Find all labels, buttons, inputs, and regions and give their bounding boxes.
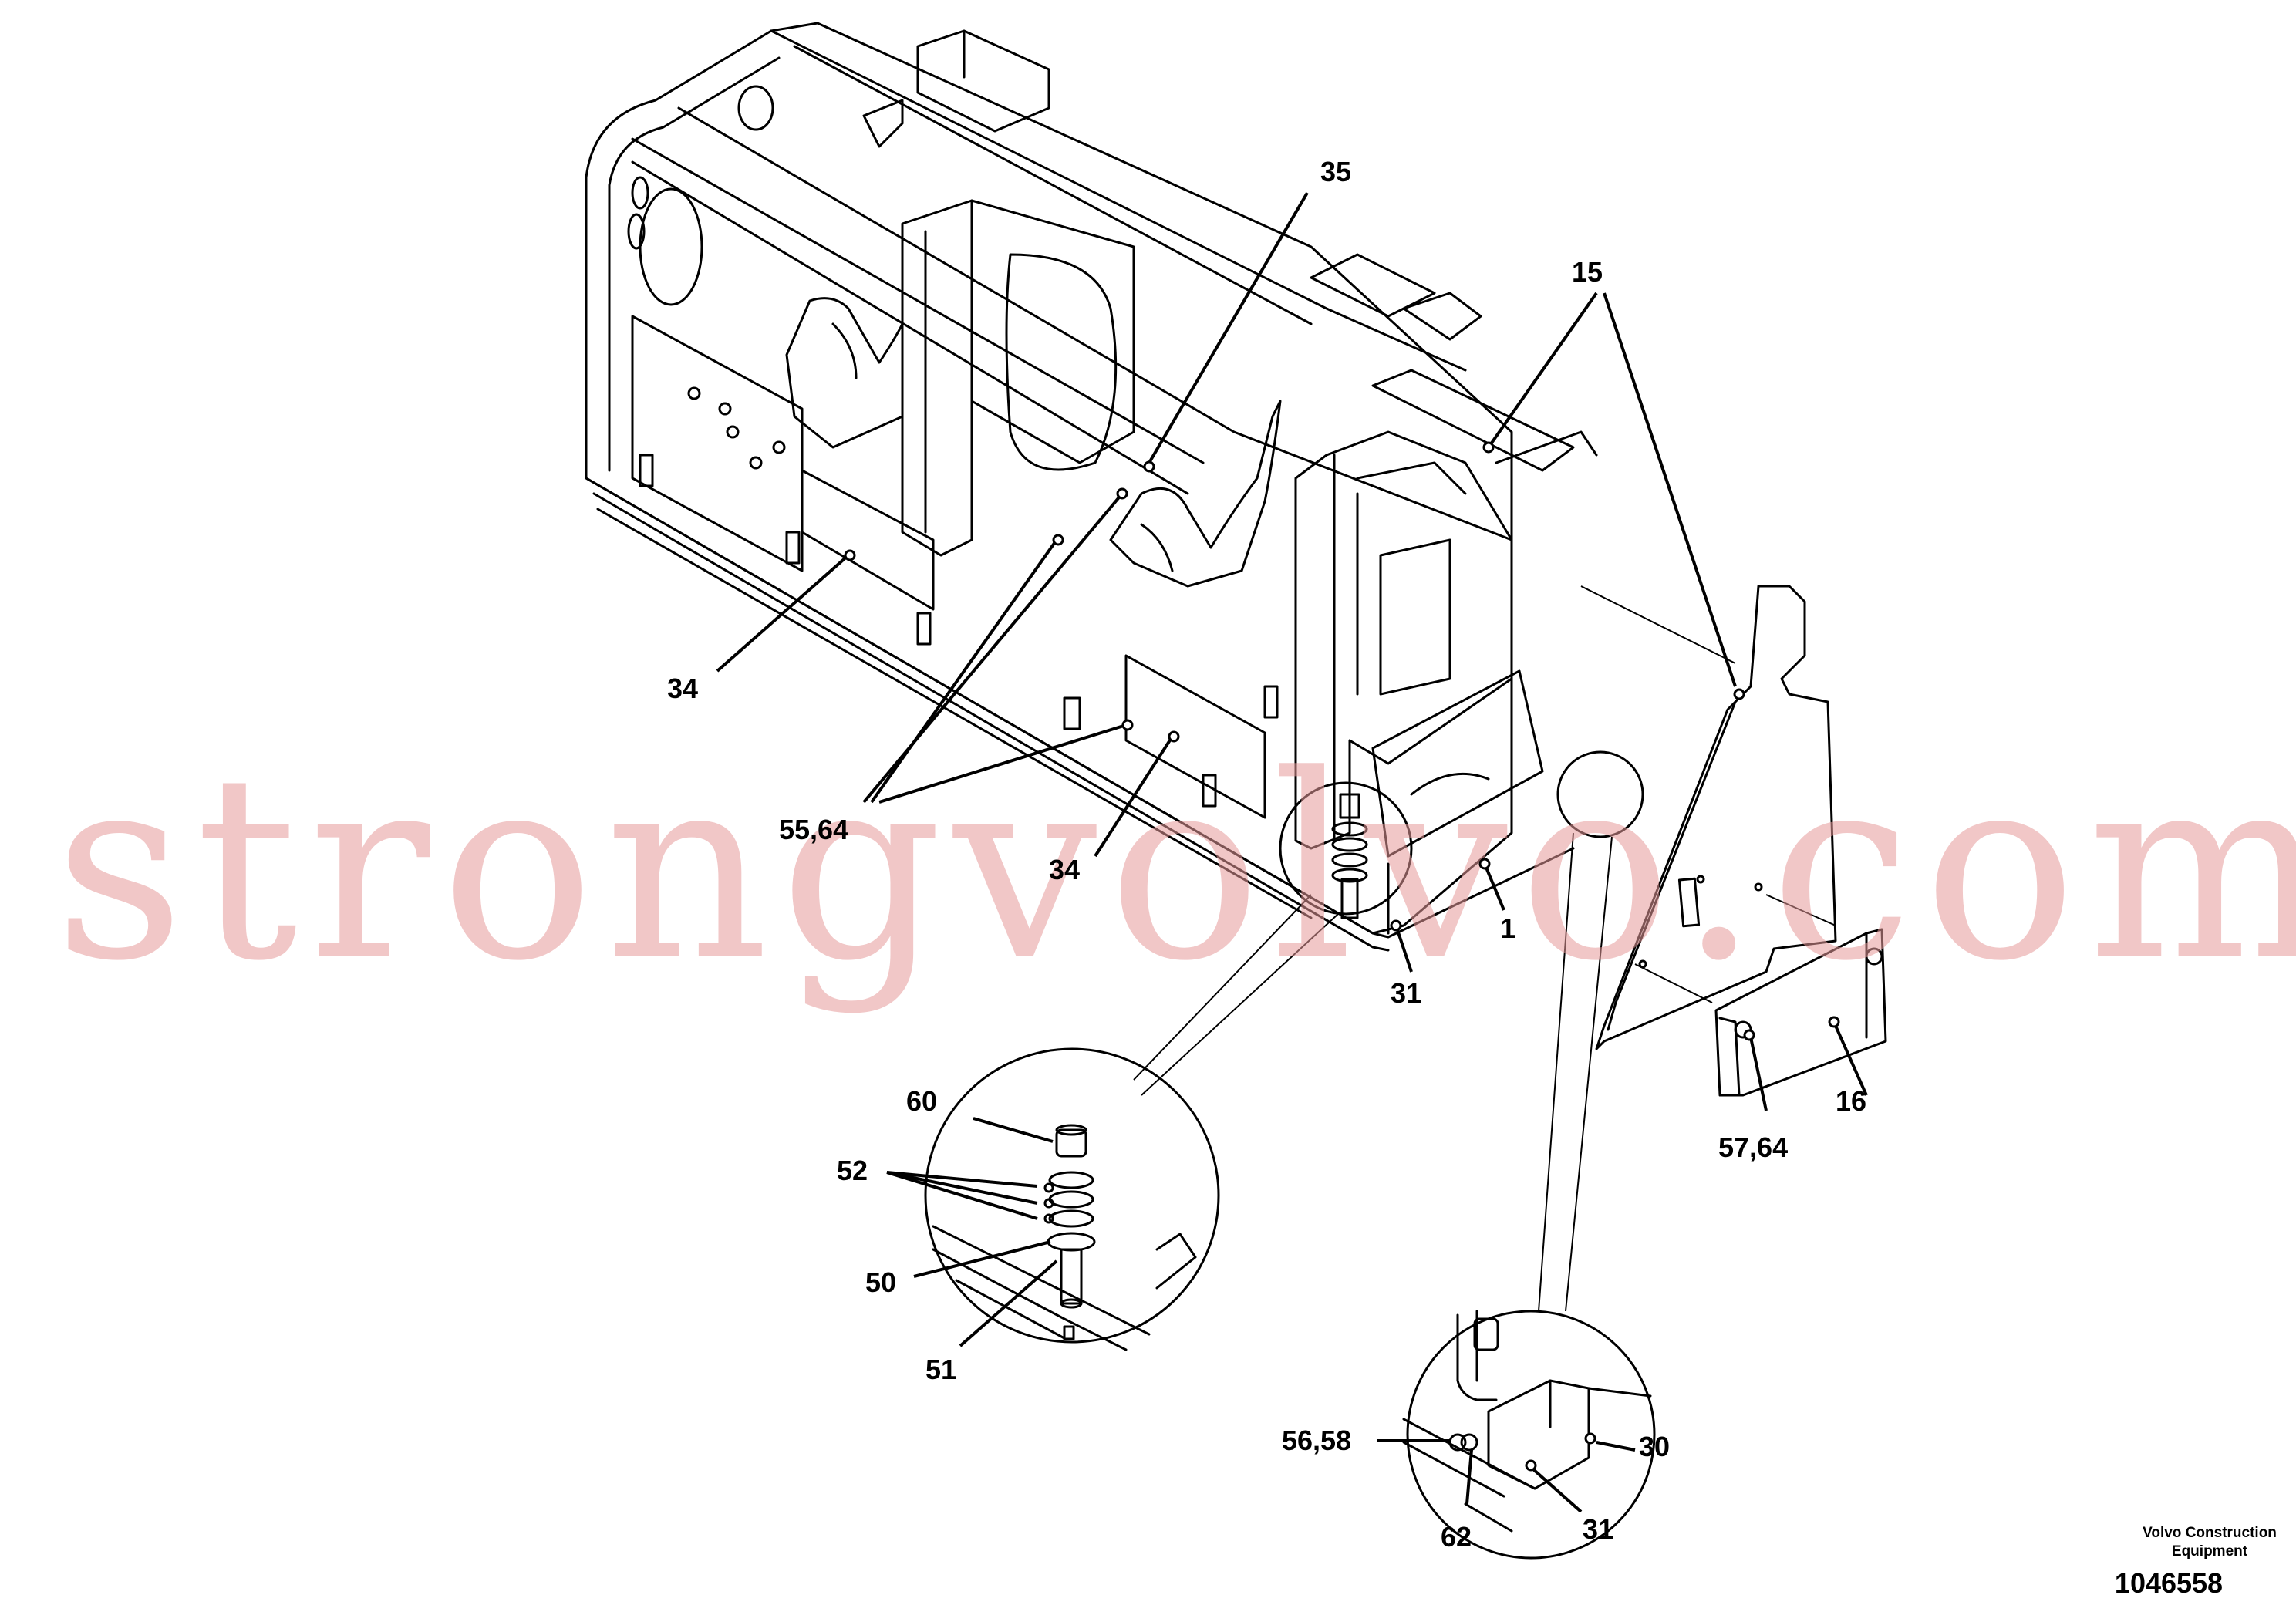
callout-34-right: 34: [1049, 854, 1080, 885]
callout-35: 35: [1320, 156, 1351, 187]
callout-62: 62: [1441, 1521, 1472, 1553]
callout-34-left: 34: [667, 673, 698, 704]
detail-marker-left: [1279, 781, 1413, 916]
callout-labels: 35 15 34 55,64 34 1 31 16 57,64 60 52 50…: [667, 156, 1866, 1553]
callout-60: 60: [906, 1085, 937, 1117]
title-block: Volvo Construction Equipment 1046558: [2115, 1525, 2277, 1599]
callout-55-64: 55,64: [779, 814, 848, 845]
detail-view-mount: [1402, 1310, 1656, 1560]
brand-line-1: Volvo Construction: [2143, 1525, 2277, 1541]
spring-stack: [1331, 793, 1368, 919]
callout-30: 30: [1639, 1431, 1670, 1462]
callout-50: 50: [865, 1266, 896, 1298]
callout-31-detail: 31: [1583, 1513, 1613, 1545]
callout-57-64: 57,64: [1718, 1131, 1788, 1163]
callout-52: 52: [837, 1155, 868, 1186]
callout-1: 1: [1500, 912, 1515, 944]
detail-marker-right: [1556, 750, 1644, 838]
callout-16: 16: [1836, 1085, 1866, 1117]
main-frame: [585, 22, 1598, 952]
callout-15: 15: [1572, 256, 1603, 288]
watermark: strongvolvo.com: [54, 720, 2296, 1017]
bracket-16: [1714, 928, 1887, 1097]
callout-31-main: 31: [1391, 977, 1421, 1009]
callout-56-58: 56,58: [1282, 1425, 1351, 1456]
leader-lines: [716, 191, 1868, 1513]
brand-line-2: Equipment: [2172, 1543, 2248, 1560]
callout-51: 51: [925, 1354, 956, 1385]
document-number: 1046558: [2115, 1567, 2223, 1599]
rail-bolts: [639, 454, 1279, 808]
